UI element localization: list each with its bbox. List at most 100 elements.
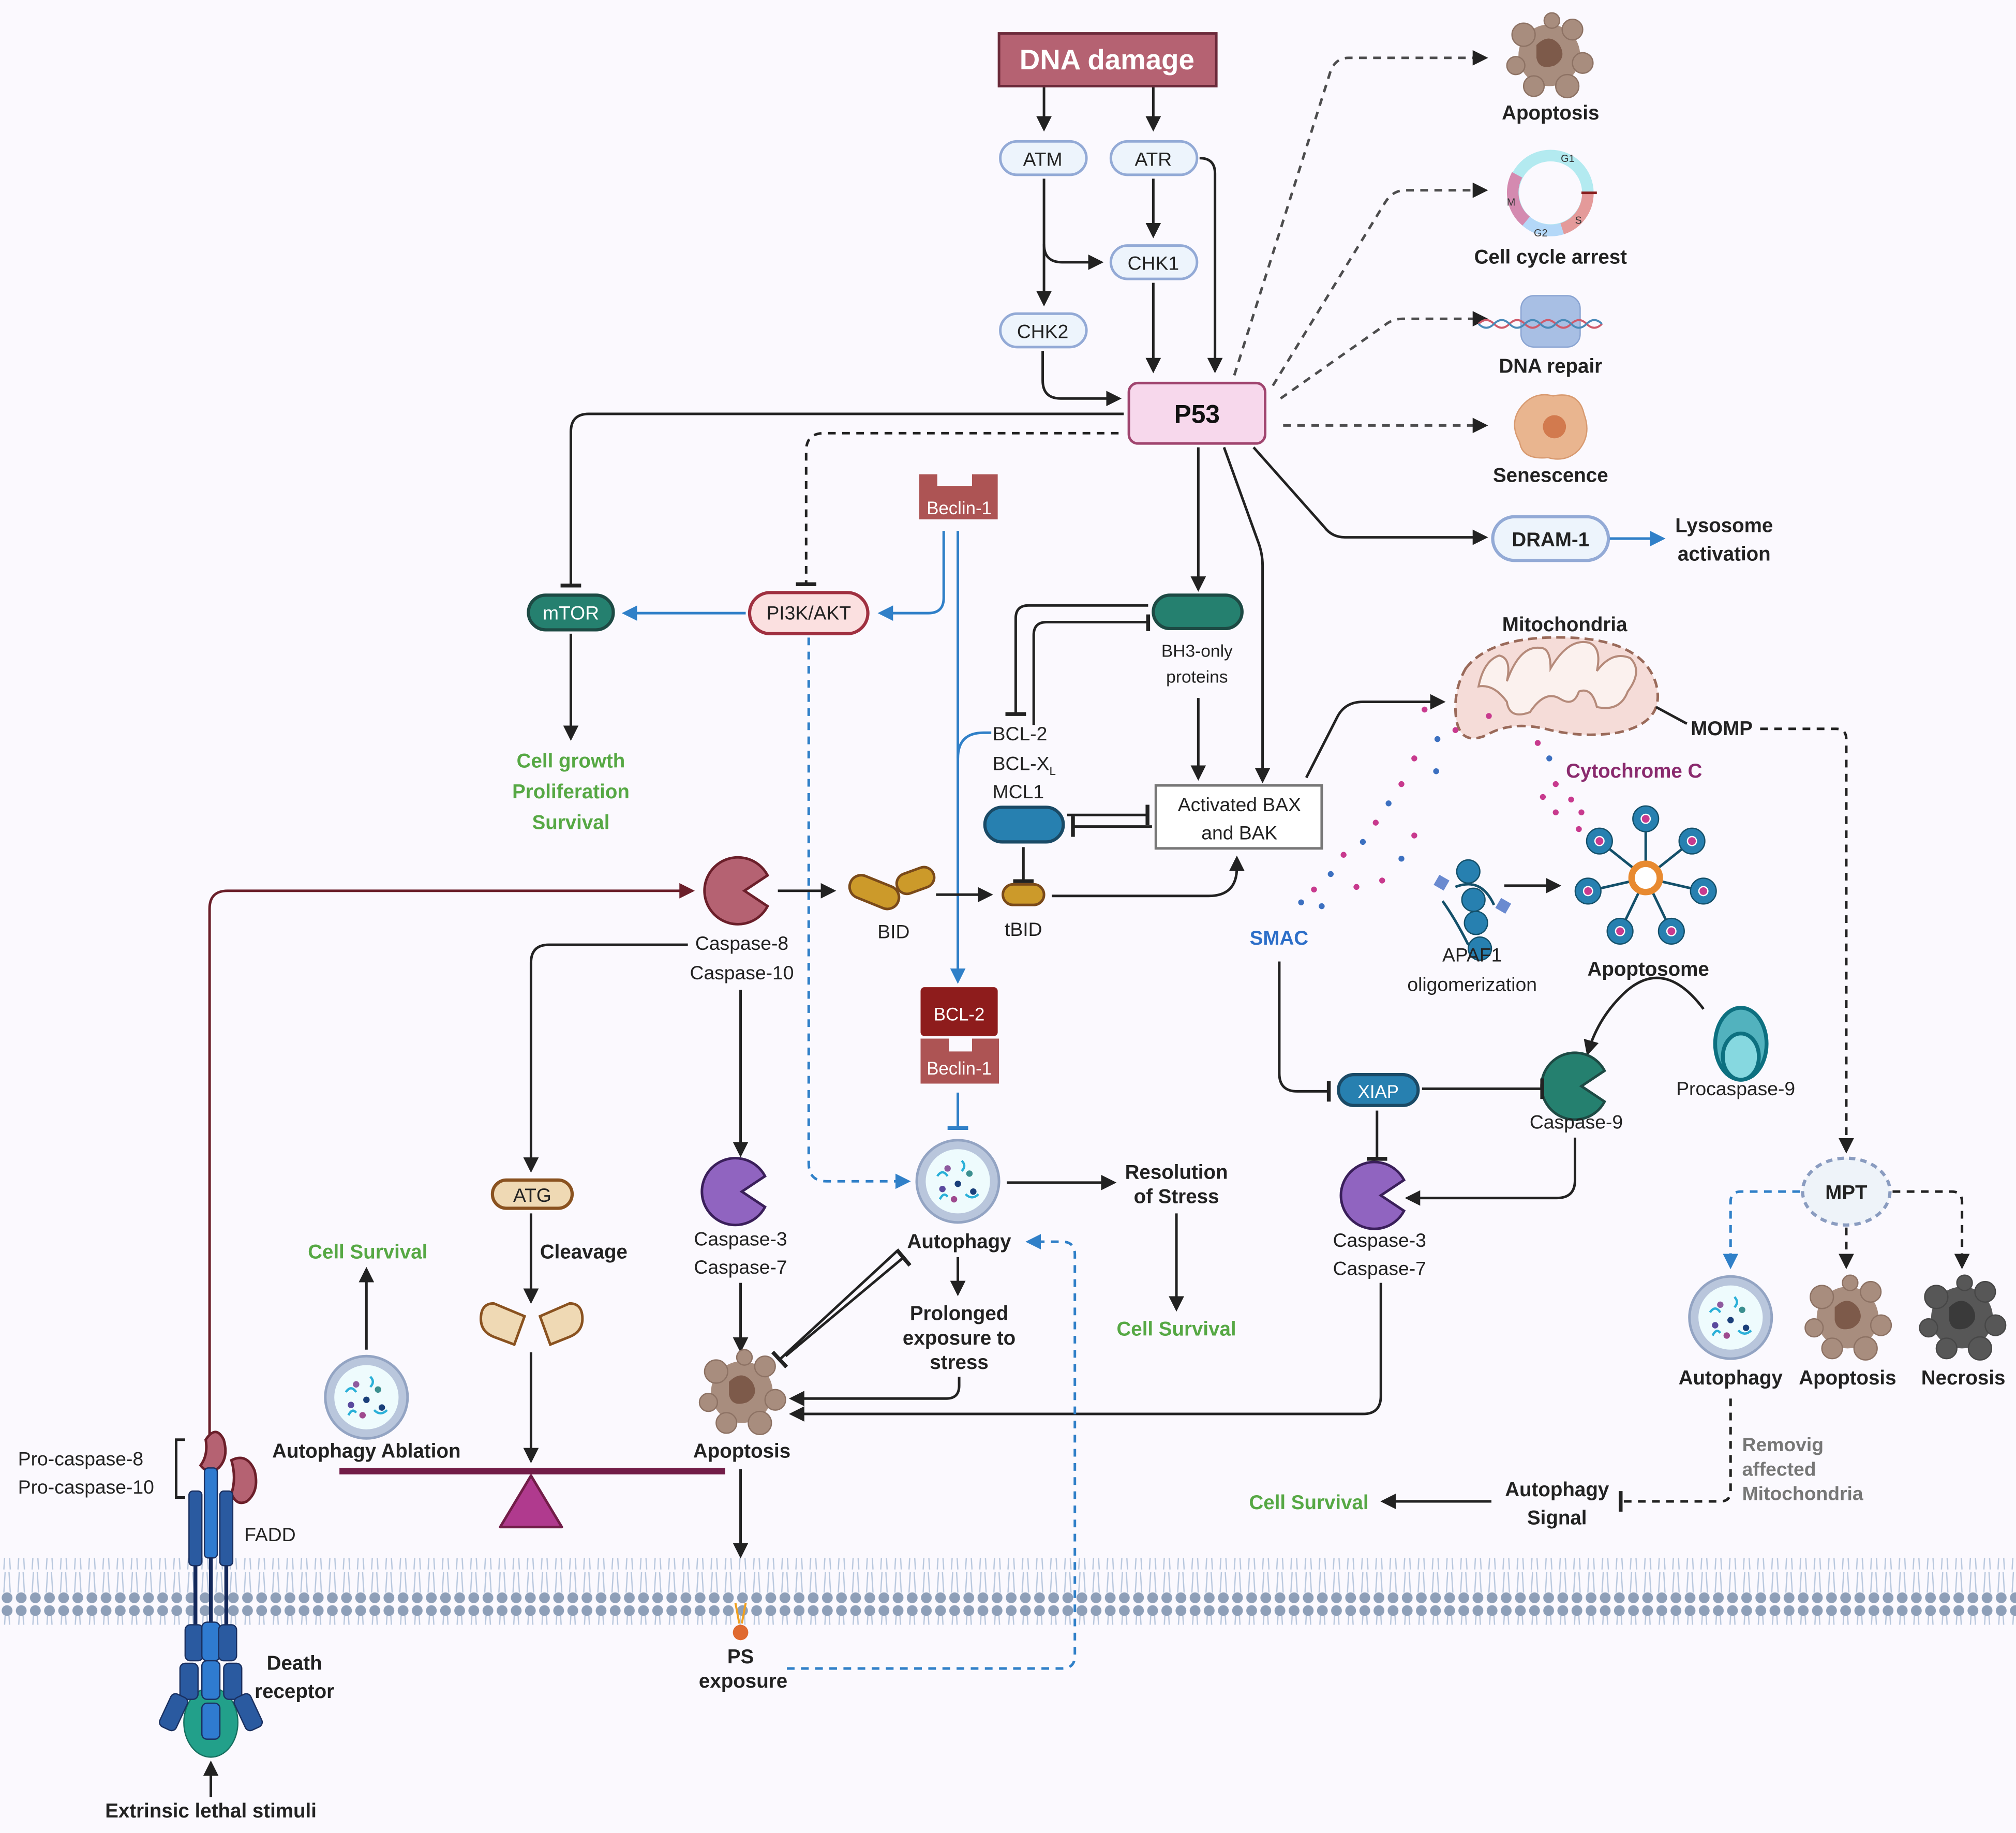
pro-caspase-icon <box>199 1430 258 1504</box>
cytochrome-c-particle <box>1411 832 1417 839</box>
death-receptor-label-1: Death <box>267 1652 322 1674</box>
bh3-only-node[interactable] <box>1152 593 1244 631</box>
beclin1-top-node[interactable]: Beclin-1 <box>919 474 998 519</box>
cytochrome-c-particle <box>1568 796 1574 803</box>
smac-particle <box>1360 839 1366 845</box>
p53-node[interactable]: P53 <box>1127 381 1267 445</box>
balance-beam <box>339 1468 725 1474</box>
mcl1-label: MCL1 <box>993 781 1044 802</box>
autophagy-label: Autophagy <box>907 1231 1012 1253</box>
mpt-node[interactable]: MPT <box>1801 1156 1892 1227</box>
apoptosome-icon[interactable] <box>1574 805 1717 945</box>
cytochrome-c-particle <box>1422 706 1428 713</box>
smac-particle <box>1327 871 1334 877</box>
ps-label-2: exposure <box>699 1670 787 1692</box>
cell-growth-label: Cell growth <box>517 750 625 772</box>
cytochrome-c-label: Cytochrome C <box>1566 760 1702 782</box>
caspase7-left-label: Caspase-7 <box>694 1256 787 1278</box>
atg-node[interactable]: ATG <box>490 1178 574 1210</box>
atm-node[interactable]: ATM <box>999 140 1088 176</box>
mitochondria-icon[interactable] <box>1454 636 1660 740</box>
autophagy-vesicle-icon[interactable] <box>917 1140 999 1223</box>
bound-cytochrome-c <box>1666 926 1677 936</box>
dram1-node[interactable]: DRAM-1 <box>1491 515 1610 562</box>
pro-caspase8-label: Pro-caspase-8 <box>18 1448 143 1469</box>
mtor-label: mTOR <box>543 602 599 624</box>
mpt-autophagy-label: Autophagy <box>1679 1367 1783 1389</box>
bh3-label-2: proteins <box>1166 667 1228 687</box>
procaspase9-icon[interactable] <box>1713 1006 1769 1082</box>
fadd-label: FADD <box>244 1524 295 1545</box>
cytochrome-c-particle <box>1372 819 1379 826</box>
lysosome-label-1: Lysosome <box>1675 515 1773 537</box>
g1-label: G1 <box>1561 153 1575 165</box>
smac-particle <box>1433 768 1439 774</box>
g2-label: G2 <box>1534 228 1548 239</box>
pro-caspase10-label: Pro-caspase-10 <box>18 1476 154 1498</box>
apoptosis-label: Apoptosis <box>1502 102 1599 124</box>
caspase3-left-label: Caspase-3 <box>694 1228 787 1250</box>
cleavage-label: Cleavage <box>540 1241 628 1263</box>
cytochrome-c-particle <box>1552 781 1559 787</box>
senescence-label: Senescence <box>1493 465 1608 487</box>
outcome-dna-repair: DNA repair <box>1477 295 1603 378</box>
prolonged-label-1: Prolonged <box>910 1303 1008 1325</box>
atr-label: ATR <box>1134 148 1172 170</box>
outcome-cell-cycle-arrest: G1 S G2 M Cell cycle arrest <box>1474 150 1627 268</box>
resolution-label-2: of Stress <box>1134 1186 1219 1208</box>
dna-damage-box[interactable]: DNA damage <box>997 32 1218 87</box>
smac-particle <box>1298 899 1304 905</box>
death-receptor-icon[interactable] <box>158 1467 264 1758</box>
bax-label-2: and BAK <box>1201 822 1277 843</box>
outcome-senescence: Senescence <box>1493 394 1608 487</box>
smac-particle <box>1398 855 1405 862</box>
caspase10-label: Caspase-10 <box>690 962 794 983</box>
xiap-node[interactable]: XIAP <box>1337 1072 1420 1107</box>
apaf1-label-2: oligomerization <box>1407 974 1537 995</box>
bcl2-beclin-complex[interactable]: BCL-2 Beclin-1 <box>920 987 999 1084</box>
chk1-node[interactable]: CHK1 <box>1109 244 1199 280</box>
resolution-label-1: Resolution <box>1125 1161 1228 1183</box>
dram1-label: DRAM-1 <box>1512 529 1589 551</box>
prolonged-label-2: exposure to <box>903 1327 1016 1349</box>
autophagy-signal-label-2: Signal <box>1527 1507 1587 1529</box>
prolonged-label-3: stress <box>930 1351 988 1374</box>
bound-cytochrome-c <box>1686 836 1697 846</box>
atg-label: ATG <box>513 1184 551 1206</box>
bound-cytochrome-c <box>1582 886 1593 897</box>
bid-icon[interactable] <box>846 865 937 913</box>
atr-node[interactable]: ATR <box>1109 140 1199 176</box>
mtor-node[interactable]: mTOR <box>527 593 615 632</box>
pi3k-akt-label: PI3K/AKT <box>766 602 851 624</box>
mpt-cell-survival-label: Cell Survival <box>1249 1492 1368 1514</box>
bcl2-family-node[interactable] <box>983 806 1065 844</box>
caspase3-right-label: Caspase-3 <box>1333 1229 1426 1251</box>
cytochrome-c-particle <box>1576 826 1582 832</box>
senescent-cell-icon <box>1514 394 1588 460</box>
tbid-icon[interactable] <box>1002 883 1046 906</box>
bcl2-label: BCL-2 <box>993 723 1048 744</box>
momp-label: MOMP <box>1691 718 1753 740</box>
p53-label: P53 <box>1174 399 1220 428</box>
pi3k-akt-node[interactable]: PI3K/AKT <box>748 591 870 635</box>
autophagy-ablation-icon <box>325 1356 408 1438</box>
death-receptor-label-2: receptor <box>255 1680 334 1703</box>
cell-cycle-icon: G1 S G2 M <box>1507 150 1597 239</box>
removing-label-1: Removig <box>1742 1434 1824 1455</box>
smac-particle <box>1546 755 1552 762</box>
left-cell-survival-label: Cell Survival <box>308 1241 427 1263</box>
dna-repair-label: DNA repair <box>1499 355 1602 378</box>
mitochondria-label: Mitochondria <box>1502 614 1627 636</box>
chk2-label: CHK2 <box>1017 320 1068 342</box>
chk2-node[interactable]: CHK2 <box>999 312 1088 349</box>
balance-fulcrum <box>499 1474 563 1529</box>
bax-bak-box[interactable]: Activated BAX and BAK <box>1154 784 1323 850</box>
outcome-apoptosis: Apoptosis <box>1502 12 1599 124</box>
apaf1-icon[interactable] <box>1433 859 1512 961</box>
ps-label-1: PS <box>727 1646 754 1668</box>
dna-damage-label: DNA damage <box>1020 44 1194 76</box>
smac-particle <box>1319 903 1325 910</box>
removing-label-3: Mitochondria <box>1742 1483 1863 1504</box>
cytochrome-c-particle <box>1311 886 1317 893</box>
